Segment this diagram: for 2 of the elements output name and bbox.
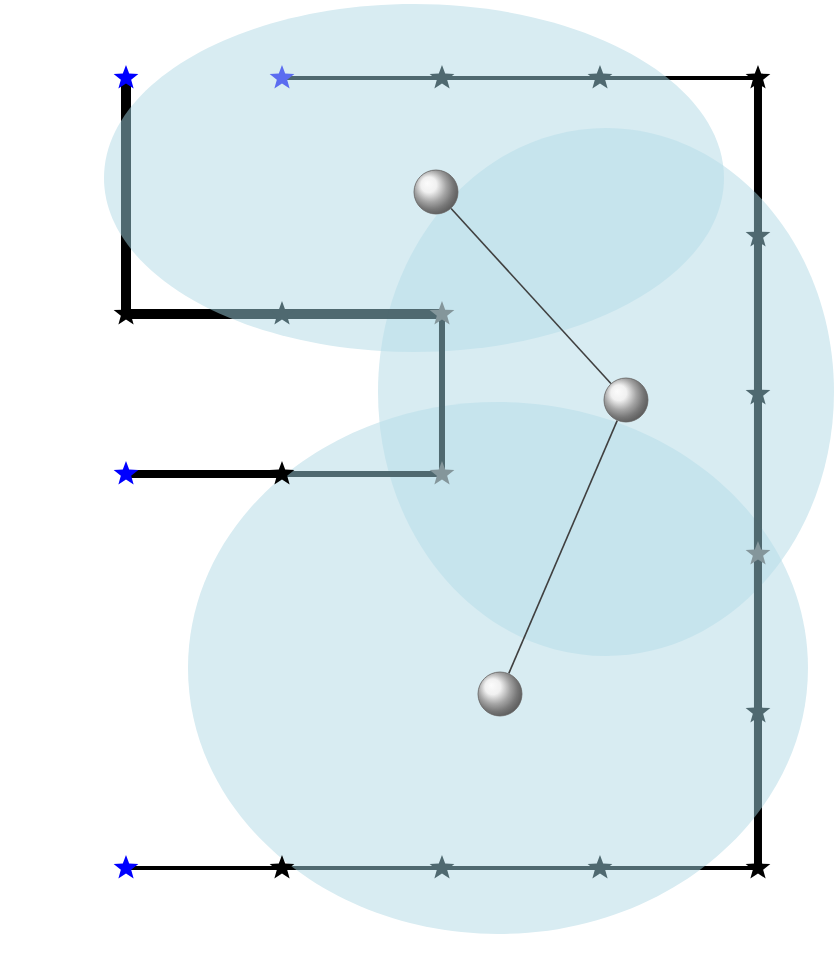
connector-line	[508, 419, 618, 675]
connector-line	[450, 207, 612, 385]
